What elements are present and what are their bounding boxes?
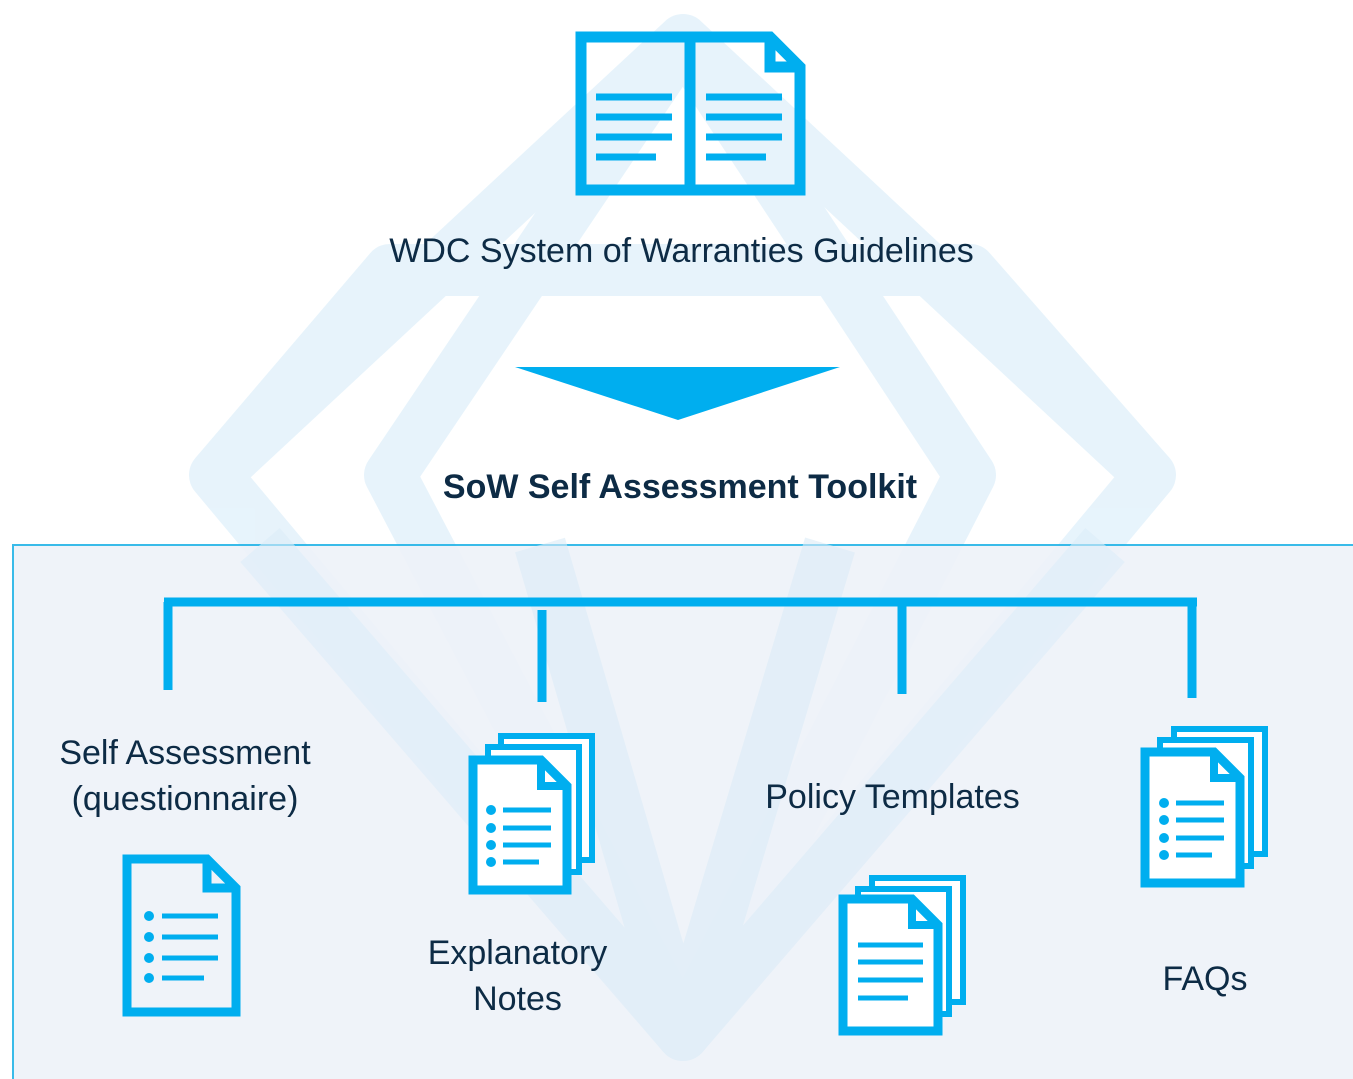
faqs-label: FAQs [1162,960,1248,998]
toolkit-title: SoW Self Assessment Toolkit [442,468,918,506]
self-assessment-label: Self Assessment (questionnaire) [59,734,311,818]
explanatory-notes-label: Explanatory Notes [427,934,608,1018]
policy-templates-label: Policy Templates [765,778,1020,816]
guidelines-label: WDC System of Warranties Guidelines [389,232,974,270]
